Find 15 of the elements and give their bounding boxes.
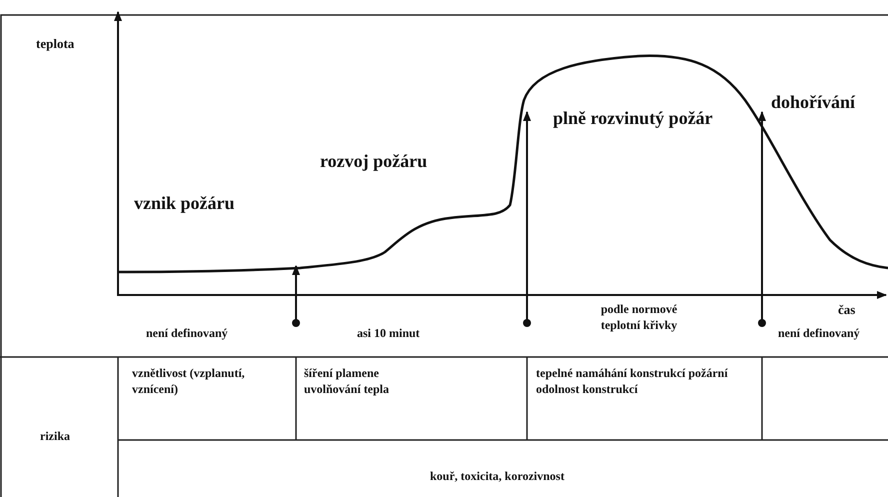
risk-text: šíření plamene uvolňování tepla — [304, 366, 390, 398]
phase-title: vznik požáru — [134, 192, 235, 215]
row-header: rizika — [40, 429, 70, 445]
phase-title: plně rozvinutý požár — [553, 107, 713, 130]
duration-note: není definovaný — [146, 326, 228, 342]
risk-text: tepelné namáhání konstrukcí požární odolnost konstrukcí — [536, 366, 729, 398]
phase-title: rozvoj požáru — [320, 150, 428, 173]
duration-note: asi 10 minut — [357, 326, 420, 342]
risk-text: vznětlivost (vzplanutí, vznícení) — [132, 366, 246, 398]
duration-note: není definovaný — [778, 326, 860, 342]
axis-label: teplota — [36, 36, 74, 53]
risk-text: kouř, toxicita, korozivnost — [430, 469, 564, 485]
duration-note: podle normové teplotní křivky — [600, 302, 678, 334]
axis-label: čas — [838, 302, 856, 319]
phase-title: dohořívání — [771, 91, 856, 114]
